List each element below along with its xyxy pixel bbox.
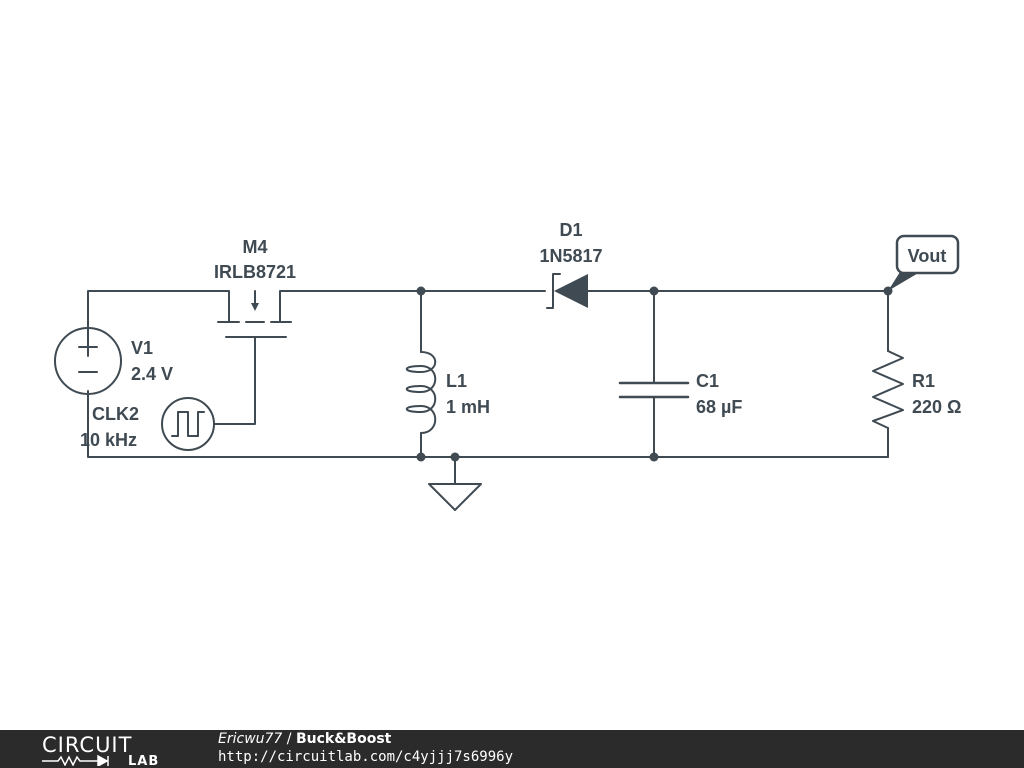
title-separator: / bbox=[282, 731, 296, 747]
wire-mosfet-to-node bbox=[279, 290, 546, 323]
junction-dot bbox=[649, 286, 659, 296]
probe-label: Vout bbox=[908, 246, 947, 266]
m4-name: M4 bbox=[242, 237, 267, 257]
author-link[interactable]: Ericwu77 bbox=[218, 731, 283, 747]
square-wave-icon bbox=[171, 411, 205, 437]
footer-bar: CIRCUIT LAB Ericwu77 / Buck&Boost http:/… bbox=[0, 730, 1024, 768]
junction-dot bbox=[649, 452, 659, 462]
wire-left-top bbox=[87, 290, 230, 352]
m4-value: IRLB8721 bbox=[214, 262, 296, 282]
diode-triangle-icon bbox=[554, 274, 588, 308]
v1-value: 2.4 V bbox=[131, 364, 173, 384]
clk2-name: CLK2 bbox=[92, 404, 139, 424]
capacitor-c1[interactable]: C1 68 µF bbox=[618, 371, 742, 417]
circuit-schematic: V1 2.4 V CLK2 10 kHz M4 IRLB8721 L1 1 mH… bbox=[54, 220, 961, 511]
inductor-l1[interactable]: L1 1 mH bbox=[405, 351, 490, 434]
logo-resistor-icon bbox=[42, 755, 98, 766]
resistor-zigzag-icon bbox=[872, 350, 904, 429]
schottky-cathode-icon bbox=[546, 273, 561, 309]
circuitlab-logo[interactable]: CIRCUIT LAB bbox=[40, 732, 180, 766]
circuit-url-link[interactable]: http://circuitlab.com/c4yjjj7s6996y bbox=[218, 749, 514, 765]
clk2-value: 10 kHz bbox=[80, 430, 137, 450]
footer-title-line: Ericwu77 / Buck&Boost bbox=[218, 731, 391, 747]
v1-name: V1 bbox=[131, 338, 153, 358]
mosfet-m4[interactable]: M4 IRLB8721 bbox=[214, 237, 296, 338]
c1-value: 68 µF bbox=[696, 397, 742, 417]
c1-name: C1 bbox=[696, 371, 719, 391]
junction-dot bbox=[416, 452, 426, 462]
mosfet-arrow-icon bbox=[251, 303, 259, 311]
wire-gate bbox=[213, 336, 256, 425]
r1-name: R1 bbox=[912, 371, 935, 391]
junction-dot bbox=[450, 452, 460, 462]
vout-probe[interactable]: Vout bbox=[888, 234, 960, 291]
clock-source-clk2[interactable]: CLK2 10 kHz bbox=[80, 397, 215, 451]
resistor-r1[interactable]: R1 220 Ω bbox=[872, 350, 961, 429]
d1-value: 1N5817 bbox=[539, 246, 602, 266]
plus-sign bbox=[78, 337, 98, 357]
r1-value: 220 Ω bbox=[912, 397, 961, 417]
logo-diode-icon bbox=[97, 754, 109, 766]
ground-symbol[interactable] bbox=[428, 483, 482, 511]
inductor-coil-icon bbox=[405, 351, 437, 434]
logo-bottom-text: LAB bbox=[128, 754, 159, 766]
square-wave-source-icon bbox=[161, 397, 215, 451]
wires bbox=[87, 290, 889, 485]
voltage-source-v1[interactable]: V1 2.4 V bbox=[54, 327, 173, 395]
d1-name: D1 bbox=[559, 220, 582, 240]
voltage-source-icon bbox=[54, 327, 122, 395]
l1-name: L1 bbox=[446, 371, 467, 391]
diode-d1[interactable]: D1 1N5817 bbox=[539, 220, 603, 309]
capacitor-plates-icon bbox=[618, 381, 690, 399]
circuit-title-link[interactable]: Buck&Boost bbox=[295, 731, 392, 747]
wire-bottom-rail bbox=[87, 390, 889, 458]
junction-dot bbox=[416, 286, 426, 296]
l1-value: 1 mH bbox=[446, 397, 490, 417]
probe-pointer-icon bbox=[888, 272, 920, 291]
logo-top-text: CIRCUIT bbox=[42, 733, 132, 757]
probe-label-box bbox=[895, 234, 960, 275]
ground-icon bbox=[428, 483, 482, 511]
